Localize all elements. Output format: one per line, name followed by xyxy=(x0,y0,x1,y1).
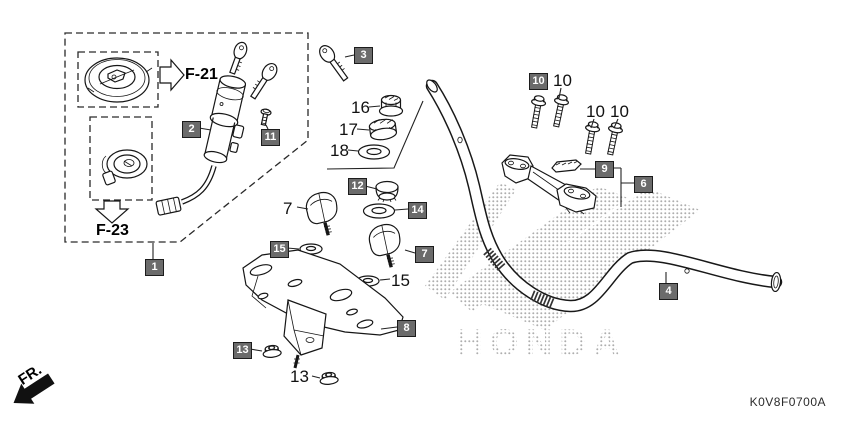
screw-drawing xyxy=(260,108,272,126)
upper-holder-drawing xyxy=(501,154,597,215)
ref-arrow-f23 xyxy=(94,200,130,224)
flange-bolt-drawings xyxy=(526,92,625,157)
front-direction-marker: FR. xyxy=(13,361,55,404)
ref-arrow-f21 xyxy=(159,58,185,92)
spare-key-drawing xyxy=(249,62,278,100)
diagram-code: K0V8F0700A xyxy=(749,395,826,409)
washer-18-drawing xyxy=(357,144,391,160)
ignition-switch-drawing xyxy=(155,41,278,216)
top-bridge-drawing xyxy=(242,249,404,369)
leader-lines xyxy=(152,54,667,379)
steering-stem-nut-drawing xyxy=(368,118,398,141)
cap-nut-drawing xyxy=(378,94,404,117)
group-indicator-line xyxy=(326,100,424,170)
fuel-cap-drawing xyxy=(84,57,153,103)
ignition-lock-cylinder-drawing xyxy=(101,149,148,186)
lockset-boundary xyxy=(64,32,309,243)
front-arrow-icon xyxy=(13,373,55,404)
watermark-text: HONDA xyxy=(456,322,627,363)
handlebar-pipe-drawing xyxy=(425,79,783,313)
handlebar-cap-drawing xyxy=(375,180,399,203)
lower-holder-left-drawing xyxy=(302,189,343,240)
washer-14-drawing xyxy=(362,203,396,219)
holder-plate-drawing xyxy=(551,159,582,173)
key-drawing xyxy=(319,45,349,82)
ref-label-f21: F-21 xyxy=(185,66,218,83)
honda-watermark: HONDA xyxy=(425,182,700,363)
lower-holder-right-drawing xyxy=(365,221,406,272)
ref-label-f23: F-23 xyxy=(96,222,129,239)
